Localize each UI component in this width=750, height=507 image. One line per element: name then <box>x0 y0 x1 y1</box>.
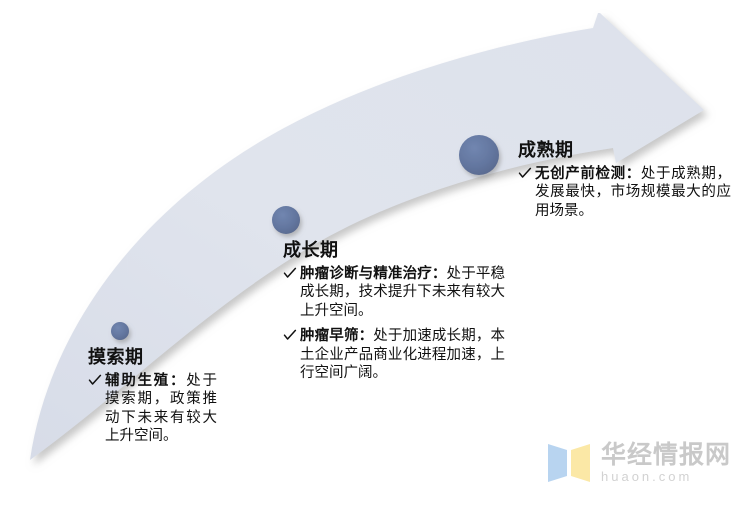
huaon-logo-text: 华经情报网 huaon.com <box>601 440 732 485</box>
bullet-lead: 无创产前检测： <box>535 165 641 182</box>
bullet-text: 肿瘤早筛：处于加速成长期，本土企业产品商业化进程加速，上行空间广阔。 <box>300 327 505 383</box>
stage-title-mature: 成熟期 <box>518 140 574 160</box>
bullet-body: 处于平稳成长期，技术提升下未来有较大上升空间。 <box>300 265 506 319</box>
stage-title-growth: 成长期 <box>283 240 339 260</box>
stage-block-mature: 成熟期 无创产前检测：处于成熟期，发展最快，市场规模最大的应用场景。 <box>518 140 743 220</box>
list-item: 肿瘤诊断与精准治疗：处于平稳成长期，技术提升下未来有较大上升空间。 <box>283 265 523 321</box>
stage-marker-medium <box>272 206 300 234</box>
huaon-watermark: 华经情报网 huaon.com <box>546 434 742 492</box>
huaon-logo-icon <box>548 444 590 482</box>
stage-bullet-list-growth: 肿瘤诊断与精准治疗：处于平稳成长期，技术提升下未来有较大上升空间。 肿瘤早筛：处… <box>283 265 523 383</box>
bullet-text: 无创产前检测：处于成熟期，发展最快，市场规模最大的应用场景。 <box>535 165 731 221</box>
check-icon <box>88 373 102 389</box>
stage-title-explore: 摸索期 <box>88 347 144 367</box>
stage-block-growth: 成长期 肿瘤诊断与精准治疗：处于平稳成长期，技术提升下未来有较大上升空间。 肿瘤… <box>283 240 523 383</box>
bullet-text: 辅助生殖：处于摸索期，政策推动下未来有较大上升空间。 <box>105 372 217 446</box>
bullet-lead: 肿瘤早筛： <box>300 328 374 345</box>
check-icon <box>283 328 297 344</box>
stage-marker-small <box>111 322 129 340</box>
list-item: 肿瘤早筛：处于加速成长期，本土企业产品商业化进程加速，上行空间广阔。 <box>283 327 523 383</box>
huaon-logo-chinese: 华经情报网 <box>601 440 732 469</box>
bullet-text: 肿瘤诊断与精准治疗：处于平稳成长期，技术提升下未来有较大上升空间。 <box>300 265 505 321</box>
stage-bullet-list-mature: 无创产前检测：处于成熟期，发展最快，市场规模最大的应用场景。 <box>518 165 743 221</box>
stage-bullet-list-explore: 辅助生殖：处于摸索期，政策推动下未来有较大上升空间。 <box>88 372 218 446</box>
stage-block-explore: 摸索期 辅助生殖：处于摸索期，政策推动下未来有较大上升空间。 <box>88 347 218 446</box>
check-icon <box>283 266 297 282</box>
arrow-body <box>30 13 704 460</box>
bullet-body: 处于摸索期，政策推动下未来有较大上升空间。 <box>105 372 217 445</box>
bullet-body: 处于加速成长期，本土企业产品商业化进程加速，上行空间广阔。 <box>300 328 506 382</box>
huaon-logo-domain: huaon.com <box>601 468 693 484</box>
stage-marker-large <box>459 135 499 175</box>
bullet-body: 处于成熟期，发展最快，市场规模最大的应用场景。 <box>535 165 731 219</box>
list-item: 无创产前检测：处于成熟期，发展最快，市场规模最大的应用场景。 <box>518 165 743 221</box>
bullet-lead: 辅助生殖： <box>105 372 187 389</box>
bullet-lead: 肿瘤诊断与精准治疗： <box>300 265 447 282</box>
check-icon <box>518 166 532 182</box>
list-item: 辅助生殖：处于摸索期，政策推动下未来有较大上升空间。 <box>88 372 218 446</box>
